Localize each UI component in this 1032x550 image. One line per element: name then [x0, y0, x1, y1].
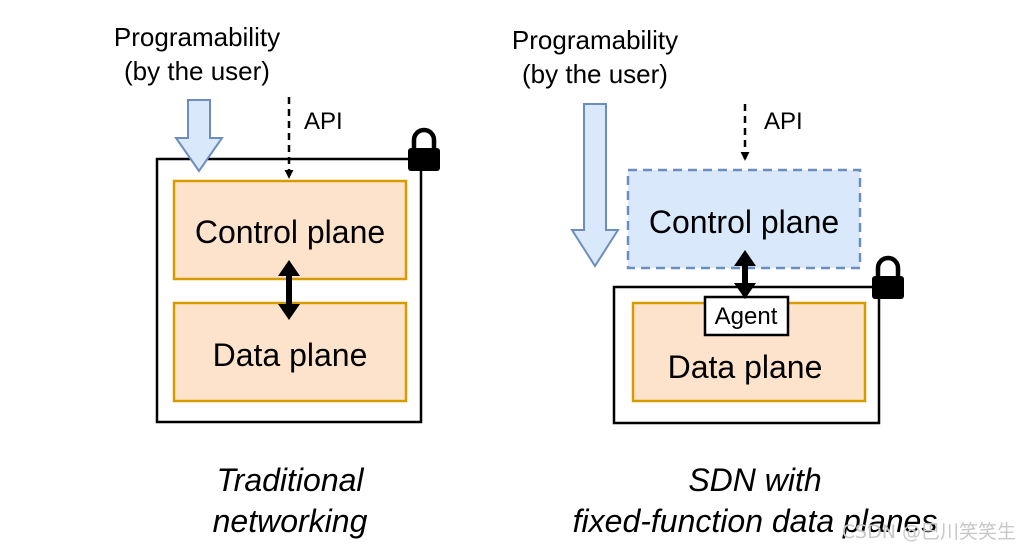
left-bidirectional-arrow	[278, 260, 300, 320]
left-programmability-line1: Programability	[114, 22, 280, 52]
left-programmability-arrow	[174, 99, 224, 173]
agent-box	[703, 295, 790, 337]
left-control-plane-label: Control plane	[195, 214, 385, 250]
left-data-plane-label: Data plane	[213, 337, 368, 373]
right-programmability-line2: (by the user)	[522, 59, 668, 89]
agent-label: Agent	[715, 303, 778, 330]
watermark: CSDN @巴川笑笑生	[842, 521, 1016, 543]
sdn-panel: Programability (by the user) API Control…	[512, 25, 937, 539]
right-data-plane-label: Data plane	[668, 349, 823, 385]
left-caption-line1: Traditional	[216, 462, 364, 498]
right-bidirectional-arrow	[734, 250, 756, 299]
right-api-label: API	[764, 108, 803, 135]
right-caption-line2: fixed-function data planes	[573, 503, 938, 539]
left-programmability-line2: (by the user)	[124, 56, 270, 86]
right-programmability-arrow	[570, 103, 620, 268]
left-caption-line2: networking	[213, 503, 368, 539]
right-control-plane-label: Control plane	[649, 204, 839, 240]
right-programmability-line1: Programability	[512, 25, 678, 55]
lock-icon	[872, 255, 904, 299]
right-caption-line1: SDN with	[688, 462, 821, 498]
left-api-label: API	[304, 108, 343, 135]
lock-icon	[408, 127, 440, 171]
left-data-plane-box	[172, 301, 408, 403]
traditional-networking-panel: Programability (by the user) API Control…	[114, 22, 440, 539]
